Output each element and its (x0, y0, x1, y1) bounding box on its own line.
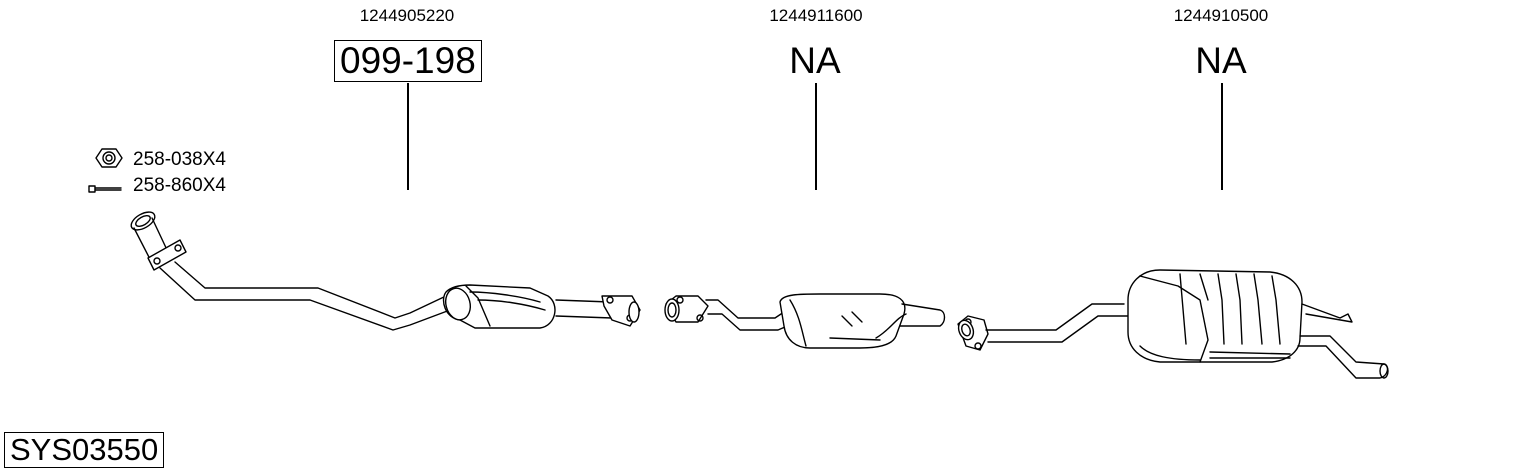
part-3-oe-number: 1244910500 (1173, 6, 1269, 25)
part-2-centre-silencer[interactable] (664, 293, 946, 349)
part-2-leader-line (815, 83, 817, 190)
part-2-oe-number: 1244911600 (769, 6, 863, 25)
part-1-oe-number: 1244905220 (359, 6, 455, 25)
part-2-reference[interactable]: NA (789, 40, 841, 81)
system-code: SYS03550 (4, 432, 165, 468)
part-3-rear-silencer[interactable] (956, 269, 1389, 379)
part-3-reference[interactable]: NA (1195, 40, 1247, 81)
nut-icon (95, 148, 123, 168)
hardware-nut-label[interactable]: 258-038X4 (133, 149, 226, 170)
part-1-front-pipe-catalyst[interactable] (128, 208, 641, 331)
hardware-bolt-label[interactable]: 258-860X4 (133, 175, 226, 196)
part-1-reference[interactable]: 099-198 (334, 40, 482, 82)
bolt-icon (88, 185, 122, 193)
part-3-leader-line (1221, 83, 1223, 190)
part-1-leader-line (407, 83, 409, 190)
